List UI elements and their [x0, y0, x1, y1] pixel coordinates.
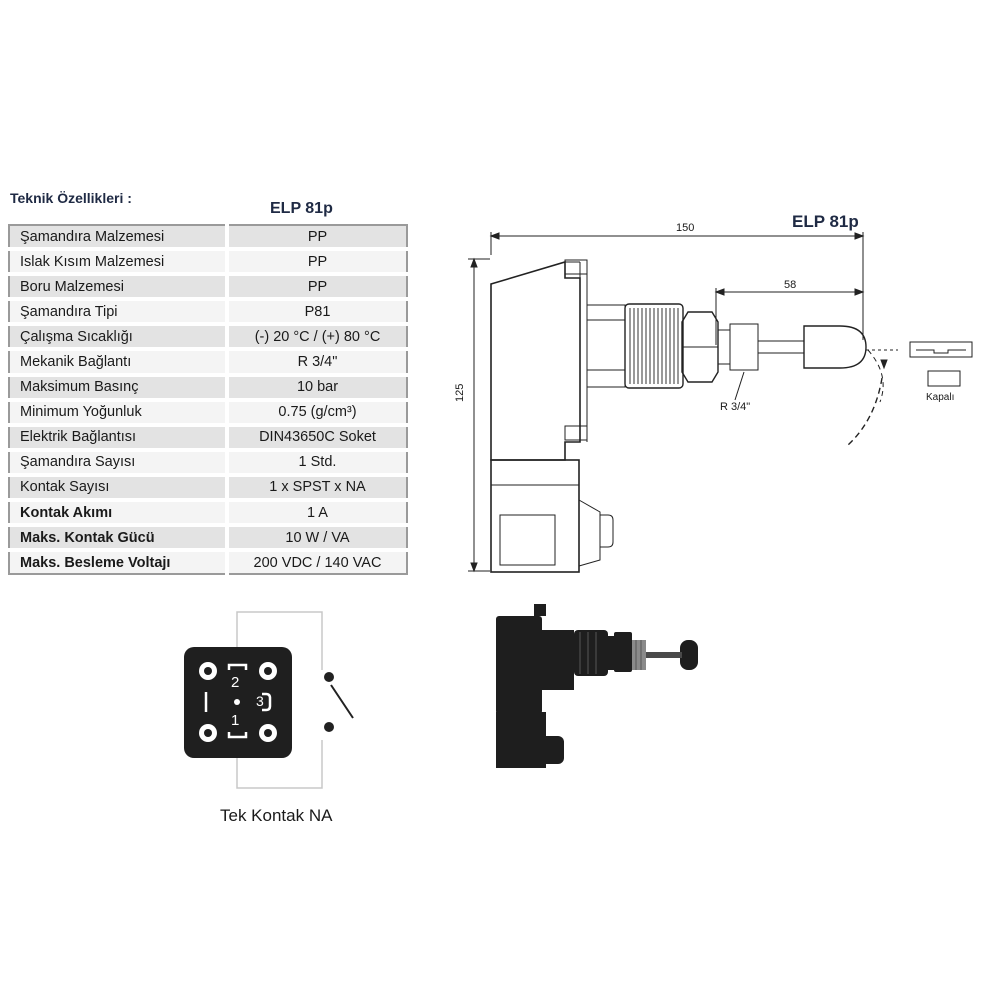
spec-value: PP [227, 225, 407, 252]
spec-value: (-) 20 °C / (+) 80 °C [227, 324, 407, 352]
spec-value: R 3/4" [227, 349, 407, 377]
spec-label: Elektrik Bağlantısı [9, 424, 229, 452]
state-label: Kapalı [926, 392, 955, 403]
spec-label: Minimum Yoğunluk [9, 399, 229, 427]
spec-value: 200 VDC / 140 VAC [227, 550, 407, 575]
connector-caption: Tek Kontak NA [220, 806, 333, 825]
spec-label: Maks. Besleme Voltajı [9, 550, 229, 575]
dim-height-label: 125 [454, 383, 466, 402]
spec-value: 10 W / VA [227, 525, 407, 553]
spec-row: Çalışma Sıcaklığı(-) 20 °C / (+) 80 °C [9, 324, 407, 352]
spec-value: 1 x SPST x NA [227, 474, 407, 503]
spec-label: Islak Kısım Malzemesi [9, 249, 229, 277]
spec-value: PP [227, 274, 407, 302]
spec-label: Kontak Akımı [9, 500, 229, 528]
spec-label: Şamandıra Tipi [9, 299, 229, 327]
spec-label: Mekanik Bağlantı [9, 349, 229, 377]
model-name: ELP 81p [270, 200, 333, 217]
spec-value: PP [227, 249, 407, 277]
spec-label: Maksimum Basınç [9, 374, 229, 402]
drawing-title: ELP 81p [792, 212, 859, 231]
spec-label: Boru Malzemesi [9, 274, 229, 302]
spec-value: 0.75 (g/cm³) [227, 399, 407, 427]
dim-float-label: 58 [784, 279, 797, 291]
spec-label: Şamandıra Malzemesi [9, 225, 229, 252]
specs-heading: Teknik Özellikleri : [10, 190, 132, 206]
spec-label: Maks. Kontak Gücü [9, 525, 229, 553]
pin-1-label: 1 [231, 712, 240, 729]
spec-value: 1 Std. [227, 449, 407, 477]
spec-label: Çalışma Sıcaklığı [9, 324, 229, 352]
spec-value: 10 bar [227, 374, 407, 402]
pin-3-label: 3 [256, 693, 264, 709]
dim-width-label: 150 [676, 222, 695, 234]
spec-value: P81 [227, 299, 407, 327]
spec-label: Kontak Sayısı [9, 474, 229, 503]
thread-label: R 3/4" [720, 401, 751, 413]
spec-label: Şamandıra Sayısı [9, 449, 229, 477]
spec-value: DIN43650C Soket [227, 424, 407, 452]
spec-value: 1 A [227, 500, 407, 528]
pin-2-label: 2 [231, 674, 240, 691]
